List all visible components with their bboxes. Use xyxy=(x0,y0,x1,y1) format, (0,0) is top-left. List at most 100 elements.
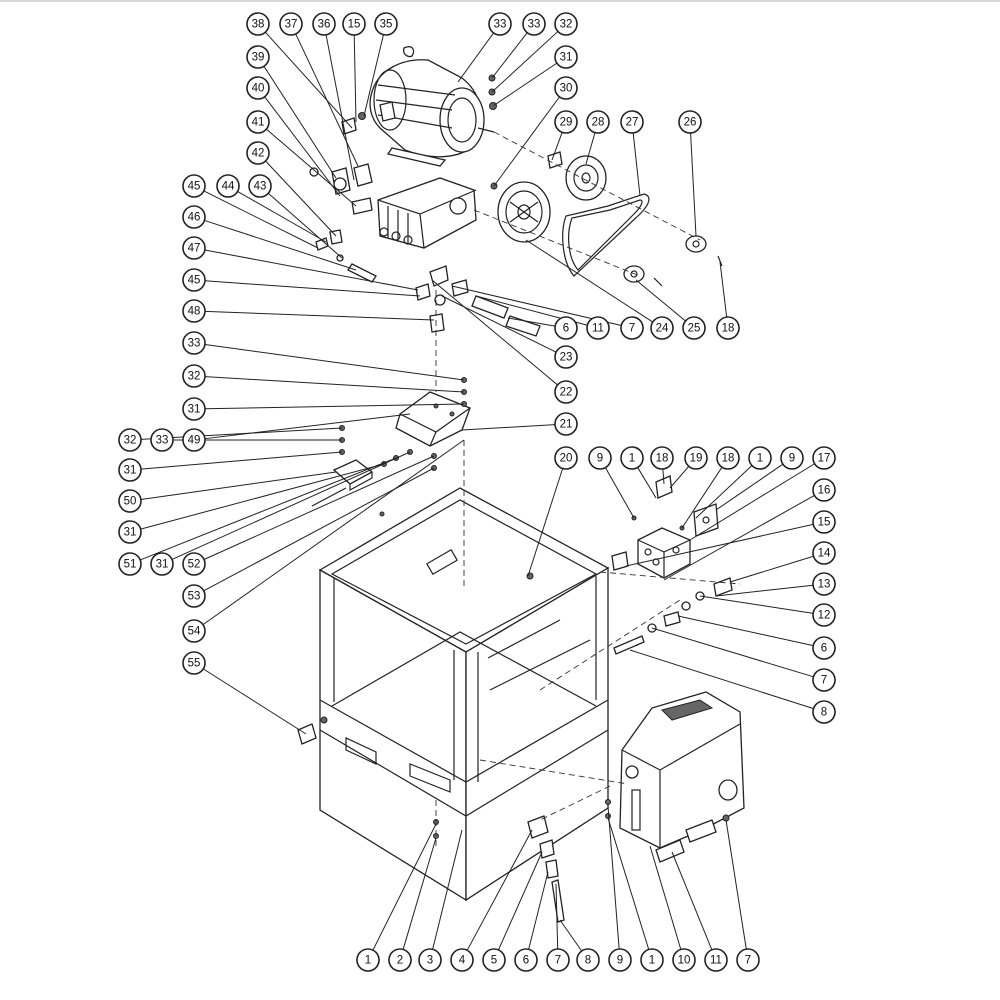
callout-number: 31 xyxy=(156,559,169,571)
callout-33: 33 xyxy=(182,331,206,355)
callout-circle xyxy=(672,948,696,972)
callout-circle xyxy=(182,299,206,323)
callout-16: 16 xyxy=(812,478,836,502)
leader-line xyxy=(237,191,327,243)
callout-number: 33 xyxy=(156,435,169,447)
leader-line xyxy=(204,280,421,297)
callout-number: 43 xyxy=(254,181,267,193)
leader-line xyxy=(203,455,435,560)
leader-lines xyxy=(140,31,815,952)
callout-number: 28 xyxy=(592,117,605,129)
leader-line xyxy=(295,33,359,167)
callout-18: 18 xyxy=(716,316,740,340)
callout-33: 33 xyxy=(488,12,512,36)
fitting-chain xyxy=(613,577,733,655)
callout-number: 32 xyxy=(188,371,201,383)
callout-number: 40 xyxy=(252,83,265,95)
callout-13: 13 xyxy=(812,572,836,596)
callout-number: 15 xyxy=(348,19,361,31)
callout-number: 9 xyxy=(617,955,623,967)
pump xyxy=(377,177,477,249)
top-border xyxy=(0,0,1000,2)
callout-number: 37 xyxy=(285,19,298,31)
callout-40: 40 xyxy=(246,76,270,100)
callout-8: 8 xyxy=(576,948,600,972)
callout-6: 6 xyxy=(554,316,578,340)
callout-circle xyxy=(554,45,578,69)
callout-number: 12 xyxy=(818,610,831,622)
callout-number: 27 xyxy=(626,117,639,129)
callout-17: 17 xyxy=(812,446,836,470)
callout-circle xyxy=(118,489,142,513)
callout-number: 23 xyxy=(560,352,573,364)
callout-circle xyxy=(182,236,206,260)
callout-number: 5 xyxy=(491,955,497,967)
callout-circle xyxy=(522,12,546,36)
callout-32: 32 xyxy=(182,364,206,388)
leader-line xyxy=(555,883,559,950)
callout-number: 30 xyxy=(560,83,573,95)
callout-number: 6 xyxy=(563,323,569,335)
callout-15: 15 xyxy=(812,510,836,534)
leader-line xyxy=(527,468,564,577)
callout-number: 19 xyxy=(690,453,703,465)
callout-number: 44 xyxy=(222,181,235,193)
callout-circle xyxy=(678,110,702,134)
leader-line xyxy=(171,451,411,560)
callout-22: 22 xyxy=(554,380,578,404)
callout-32: 32 xyxy=(554,12,578,36)
callout-1: 1 xyxy=(620,446,644,470)
leader-line xyxy=(635,279,686,322)
leader-line xyxy=(695,465,753,519)
leader-line xyxy=(372,823,437,951)
leader-line xyxy=(432,829,463,950)
callout-circle xyxy=(684,446,708,470)
callout-number: 49 xyxy=(188,435,201,447)
callout-circle xyxy=(312,12,336,36)
callout-circle xyxy=(246,110,270,134)
callout-33: 33 xyxy=(150,428,174,452)
callout-number: 32 xyxy=(560,19,573,31)
callout-number: 7 xyxy=(821,675,827,687)
callout-number: 3 xyxy=(427,955,433,967)
callout-number: 38 xyxy=(252,19,265,31)
callout-circle xyxy=(388,948,412,972)
callout-37: 37 xyxy=(279,12,303,36)
callout-number: 47 xyxy=(188,243,201,255)
callout-number: 45 xyxy=(188,275,201,287)
leader-line xyxy=(431,279,558,386)
callout-26: 26 xyxy=(678,110,702,134)
callout-number: 42 xyxy=(252,148,265,160)
callout-44: 44 xyxy=(216,174,240,198)
callout-50: 50 xyxy=(118,489,142,513)
callout-circle xyxy=(356,948,380,972)
callout-36: 36 xyxy=(312,12,336,36)
leader-line xyxy=(204,310,435,321)
callout-circle xyxy=(246,45,270,69)
leader-line xyxy=(663,494,815,581)
callout-circle xyxy=(246,141,270,165)
callout-number: 26 xyxy=(684,117,697,129)
leader-line xyxy=(363,34,384,117)
callout-number: 33 xyxy=(528,19,541,31)
callout-45: 45 xyxy=(182,268,206,292)
callout-14: 14 xyxy=(812,541,836,565)
callout-number: 8 xyxy=(585,955,591,967)
leader-line xyxy=(491,32,528,79)
callout-circle xyxy=(182,619,206,643)
callout-9: 9 xyxy=(608,948,632,972)
callout-31: 31 xyxy=(118,458,142,482)
callout-circle xyxy=(650,316,674,340)
callout-28: 28 xyxy=(586,110,610,134)
callout-number: 24 xyxy=(656,323,669,335)
leader-line xyxy=(551,132,563,161)
assembly-paths xyxy=(435,131,741,846)
callout-number: 11 xyxy=(710,955,722,967)
callout-number: 33 xyxy=(494,19,507,31)
callout-number: 36 xyxy=(318,19,331,31)
callout-number: 35 xyxy=(380,19,393,31)
callout-number: 11 xyxy=(592,323,604,335)
callout-47: 47 xyxy=(182,236,206,260)
leader-line xyxy=(719,261,728,318)
callout-circle xyxy=(482,948,506,972)
